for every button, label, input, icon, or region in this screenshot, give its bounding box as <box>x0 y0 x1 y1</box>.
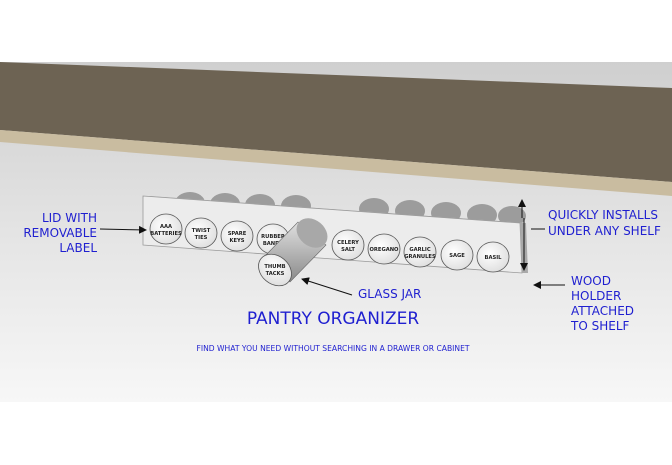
jar-lid-label: CELERY <box>337 240 359 246</box>
diagram-title: PANTRY ORGANIZER <box>247 309 420 329</box>
shelf-front-edge <box>0 130 672 196</box>
jar-lid-label: TIES <box>195 235 208 241</box>
jar-lid: BASIL <box>476 241 510 273</box>
installs-callout-line1: QUICKLY INSTALLS <box>548 208 658 222</box>
jar-lid-circle <box>367 233 401 265</box>
glass-jar-arrow <box>301 277 353 296</box>
jar-lid-label: RUBBER <box>261 234 285 240</box>
jar-lid: SAGE <box>440 239 474 271</box>
installs-callout-line2: UNDER ANY SHELF <box>548 224 661 238</box>
jar-lid-label: GARLIC <box>409 247 431 253</box>
glass-jar-callout: GLASS JAR <box>358 287 421 301</box>
lid-callout-line2: REMOVABLE <box>23 226 97 240</box>
jar-lid-label: TWIST <box>192 228 211 234</box>
jar-lid-label: BATTERIES <box>150 231 182 237</box>
shelf-top <box>0 62 672 182</box>
jar-lid-label: SAGE <box>449 253 465 259</box>
jar-lid-label: AAA <box>160 224 172 230</box>
jar-lid-label: KEYS <box>229 238 244 244</box>
wood-callout-line3: ATTACHED <box>571 304 634 318</box>
jar-lid-circle <box>403 236 437 268</box>
jar-lid-label: SALT <box>341 247 355 253</box>
jar-lid-label: BASIL <box>485 255 503 261</box>
jar-lid: OREGANO <box>367 233 401 265</box>
jar-lid-circle <box>440 239 474 271</box>
glass-jar-bottom <box>296 218 328 248</box>
callout-arrows <box>99 199 565 296</box>
pulled-jar-label-line2: TACKS <box>266 271 285 277</box>
jar-lid-label: OREGANO <box>370 247 400 253</box>
diagram-subtitle: FIND WHAT YOU NEED WITHOUT SEARCHING IN … <box>196 344 469 353</box>
pulled-jar: THUMB TACKS <box>258 218 328 287</box>
jar-lid-circle <box>220 220 254 252</box>
jar-lid-circle <box>184 217 218 249</box>
wood-callout-line1: WOOD <box>571 274 611 288</box>
lid-callout-line3: LABEL <box>59 241 97 255</box>
jar-lid-circle <box>476 241 510 273</box>
pulled-jar-label-line1: THUMB <box>264 264 285 270</box>
glass-jar-lid <box>258 253 292 287</box>
jar-lid-label: SPARE <box>228 231 247 237</box>
wood-callout-line2: HOLDER <box>571 289 621 303</box>
wood-callout-line4: TO SHELF <box>570 319 629 333</box>
lid-callout-line1: LID WITH <box>42 211 97 225</box>
jar-lid-circle <box>331 229 365 261</box>
jar-lid-label: GRANULES <box>404 254 436 260</box>
jar-lid-label: BANDS <box>263 241 284 247</box>
jar-lid-circle <box>149 213 183 245</box>
lid-arrow <box>99 225 147 234</box>
